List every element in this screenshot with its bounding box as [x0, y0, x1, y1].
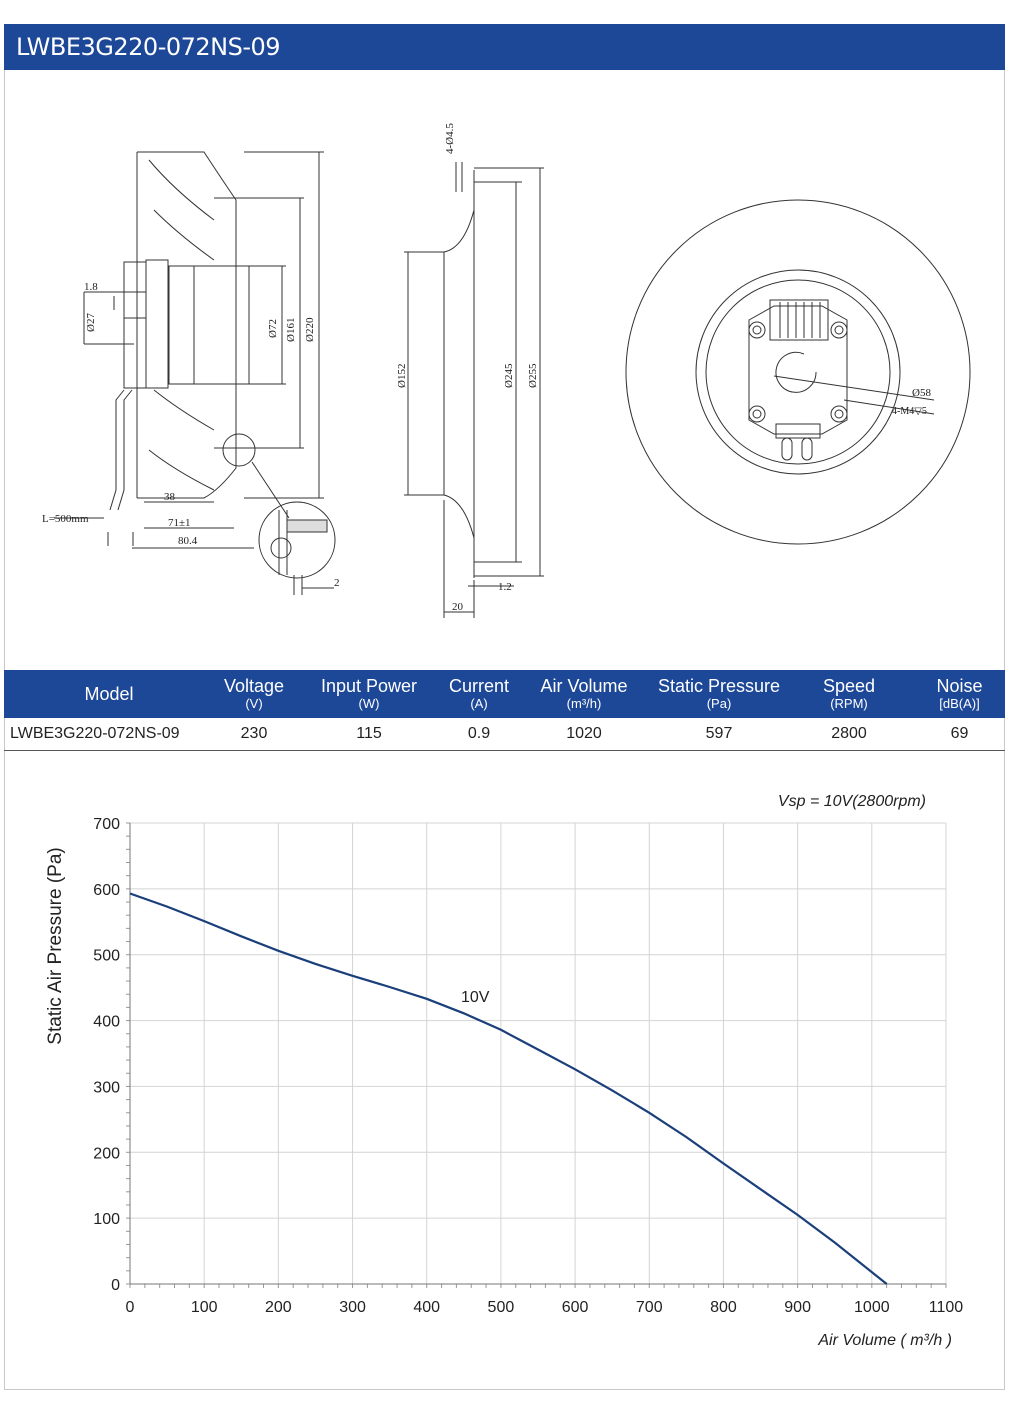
cell-static-pressure: 597 — [705, 725, 733, 742]
x-tick-label: 800 — [710, 1299, 737, 1316]
x-tick-label: 900 — [784, 1299, 811, 1316]
x-tick-label: 600 — [562, 1299, 589, 1316]
dim-58: Ø58 — [912, 387, 931, 399]
x-tick-label: 100 — [191, 1299, 218, 1316]
header-noise: Noise [dB(A)] — [936, 676, 983, 711]
y-tick-label: 700 — [93, 816, 120, 833]
dim-245: Ø245 — [503, 363, 515, 388]
header-static-pressure: Static Pressure (Pa) — [657, 676, 781, 711]
technical-drawing: 1.8 Ø27 Ø72 Ø161 Ø220 38 71±1 80.4 L=500… — [42, 123, 971, 618]
m4-thread: 4-M4▽5 — [892, 406, 927, 417]
chart-grid — [129, 822, 947, 1285]
performance-chart: 0 100 200 300 400 500 600 700 800 900 1000 1100 0 10… — [45, 793, 964, 1349]
chart-axes — [129, 823, 946, 1285]
y-tick-labels: 0 100 200 300 400 500 600 700 — [93, 816, 120, 1294]
dim-152: Ø152 — [396, 364, 408, 388]
page-title: LWBE3G220-072NS-09 — [4, 24, 1005, 70]
x-tick-label: 700 — [636, 1299, 663, 1316]
header-air-volume: Air Volume (m³/h) — [540, 676, 628, 711]
dim-20: 20 — [452, 601, 464, 613]
holes-label: 4-Ø4.5 — [444, 123, 456, 154]
cell-speed: 2800 — [831, 725, 867, 742]
table-row: LWBE3G220-072NS-09 230 115 0.9 1020 597 … — [4, 718, 1005, 751]
header-speed: Speed (RPM) — [822, 676, 876, 711]
x-tick-label: 200 — [265, 1299, 292, 1316]
cell-current: 0.9 — [467, 725, 491, 742]
side-view — [54, 151, 336, 595]
y-axis-label: Static Air Pressure (Pa) — [45, 847, 66, 1044]
dim-71: 71±1 — [168, 517, 191, 529]
chart-annotation: Vsp = 10V(2800rpm) — [778, 793, 926, 810]
series-line-10v — [129, 892, 888, 1285]
x-tick-label: 500 — [488, 1299, 515, 1316]
x-tick-label: 400 — [413, 1299, 440, 1316]
dim-1-2: 1.2 — [498, 581, 512, 593]
cell-model: LWBE3G220-072NS-09 — [10, 725, 180, 742]
cable-length: L=500mm — [42, 513, 89, 525]
cell-air-volume: 1020 — [566, 725, 602, 742]
front-view — [625, 199, 971, 545]
dim-38: 38 — [164, 491, 176, 503]
x-tick-labels: 0 100 200 300 400 500 600 700 800 900 1000 1100 — [126, 1299, 964, 1316]
header-voltage: Voltage (V) — [223, 676, 285, 711]
dim-161: Ø161 — [285, 318, 297, 342]
cell-input-power: 115 — [356, 725, 382, 742]
x-tick-label: 1000 — [854, 1299, 890, 1316]
y-tick-label: 300 — [93, 1079, 120, 1096]
cell-voltage: 230 — [240, 725, 268, 742]
y-tick-label: 0 — [111, 1277, 120, 1294]
dim-255: Ø255 — [527, 363, 539, 388]
series-label-10v: 10V — [461, 989, 490, 1006]
dim-80-4: 80.4 — [178, 535, 198, 547]
inlet-ring-view — [404, 162, 544, 618]
y-tick-label: 600 — [93, 882, 120, 899]
y-tick-label: 100 — [93, 1211, 120, 1228]
header-input-power: Input Power (W) — [320, 676, 418, 711]
dim-72: Ø72 — [267, 319, 279, 338]
cell-noise: 69 — [950, 725, 969, 742]
spec-table-header: Model Voltage (V) Input Power (W) Curren… — [4, 670, 1005, 718]
x-axis-label: Air Volume ( m³/h ) — [817, 1332, 952, 1349]
header-model: Model — [84, 684, 134, 704]
y-tick-label: 200 — [93, 1145, 120, 1162]
dim-220: Ø220 — [304, 317, 316, 342]
y-tick-label: 500 — [93, 948, 120, 965]
x-tick-label: 0 — [126, 1299, 135, 1316]
dim-27: Ø27 — [85, 313, 97, 332]
y-tick-label: 400 — [93, 1014, 120, 1031]
chart-minor-ticks — [126, 822, 947, 1288]
header-current: Current (A) — [448, 676, 510, 711]
dim-1-8: 1.8 — [84, 281, 98, 293]
spec-table: Model Voltage (V) Input Power (W) Curren… — [4, 670, 1005, 751]
x-tick-label: 1100 — [929, 1299, 964, 1316]
dim-2: 2 — [334, 577, 340, 589]
x-tick-label: 300 — [339, 1299, 366, 1316]
